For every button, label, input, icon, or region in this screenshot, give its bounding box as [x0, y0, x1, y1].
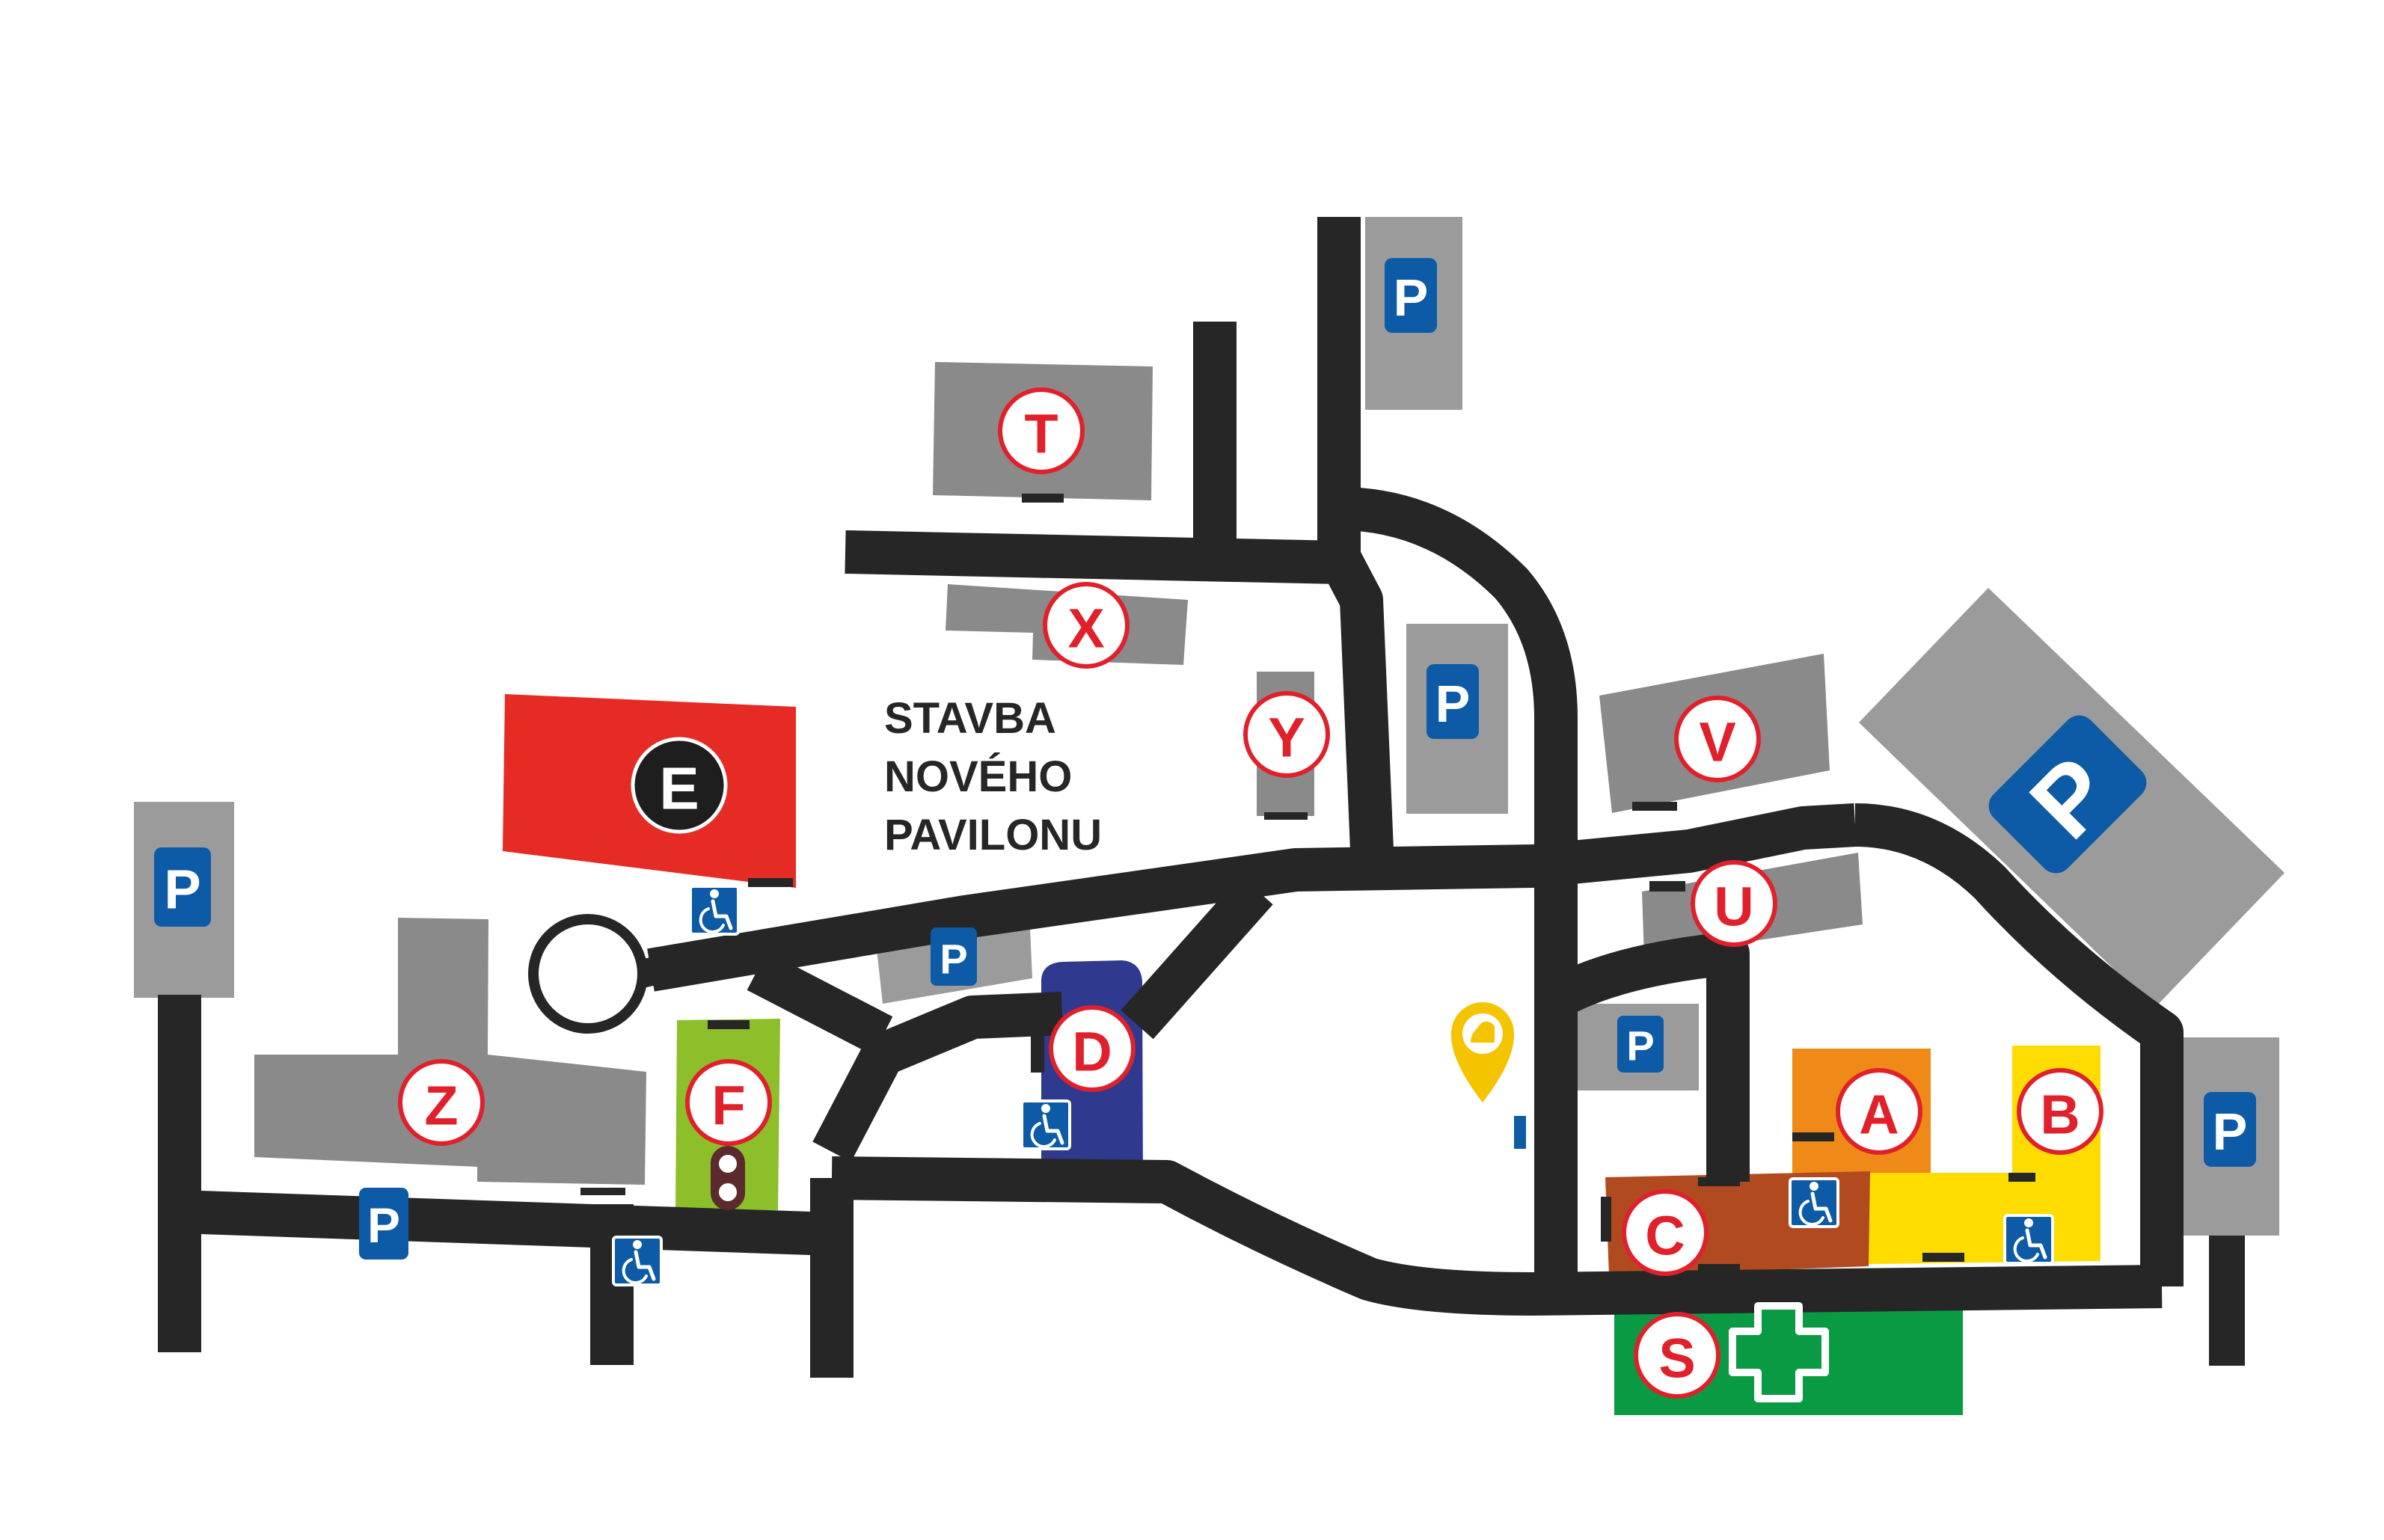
building-markers: T X Y V U E Z F [398, 387, 2103, 1399]
entrance-t [1022, 494, 1064, 503]
parking-sign-center-label: P [1435, 675, 1471, 733]
entrance-c-bottom [1698, 1264, 1740, 1273]
wheelchair-icon [612, 1236, 663, 1286]
entrance-d [1031, 1017, 1044, 1073]
road-east-curve [1854, 803, 2184, 1286]
parking-sign-small-east[interactable]: P [1617, 1016, 1664, 1073]
roundabout-connector [638, 956, 662, 988]
marker-f-label: E [659, 755, 699, 822]
entrance-z [580, 1188, 625, 1195]
entrance-c-top [1698, 1177, 1740, 1186]
marker-b-label: B [2040, 1084, 2080, 1146]
entrance-u [1649, 881, 1685, 892]
entrance-b [2008, 1173, 2035, 1182]
wheelchair-icon [1020, 1099, 1071, 1150]
marker-v[interactable]: V [1674, 696, 1761, 782]
marker-c[interactable]: C [1622, 1189, 1709, 1276]
wheelchair-icon [1789, 1177, 1839, 1228]
marker-x[interactable]: X [1043, 582, 1130, 669]
entrance-v [1632, 802, 1677, 811]
construction-label-line-3: PAVILONU [884, 811, 1102, 859]
marker-e-label: F [711, 1075, 745, 1137]
parking-sign-right[interactable]: P [2204, 1092, 2256, 1167]
marker-u-label: U [1714, 876, 1753, 938]
road-south-loop [831, 1156, 2163, 1316]
wheelchair-icon [2003, 1214, 2054, 1265]
first-aid-cross-icon [1729, 1302, 1829, 1402]
marker-a[interactable]: A [1836, 1068, 1922, 1155]
parking-sign-road-west[interactable]: P [359, 1188, 408, 1260]
road-u-branch [1545, 932, 1750, 1182]
construction-label-line-2: NOVÉHO [884, 752, 1072, 801]
parking-sign-small-middle-label: P [940, 936, 967, 983]
parking-sign-top-label: P [1394, 269, 1429, 327]
marker-y-label: Y [1268, 707, 1305, 769]
marker-d-label: D [1072, 1021, 1112, 1083]
parking-sign-small-middle[interactable]: P [931, 927, 977, 986]
entrance-b-bottom [1922, 1253, 1964, 1262]
marker-z-label: Z [424, 1075, 458, 1137]
road-north-main [1317, 217, 1394, 869]
marker-t[interactable]: T [998, 387, 1085, 474]
parking-sign-right-label: P [2213, 1102, 2248, 1161]
marker-e[interactable]: F [685, 1059, 772, 1146]
marker-a-label: A [1859, 1084, 1899, 1146]
parking-sign-road-west-label: P [367, 1197, 400, 1253]
entrance-c-side [1601, 1197, 1611, 1242]
info-location-pin-icon[interactable] [1451, 1002, 1514, 1102]
road-upper-horizontal [845, 530, 1340, 584]
marker-s[interactable]: S [1634, 1312, 1720, 1399]
construction-label-line-1: STAVBA [884, 694, 1055, 743]
entrance-f [748, 878, 793, 887]
marker-y[interactable]: Y [1243, 691, 1330, 778]
building-z-shape [254, 918, 646, 1185]
construction-label: STAVBA NOVÉHO PAVILONU [884, 694, 1102, 859]
entrance-y [1264, 812, 1308, 820]
wheelchair-icon [689, 885, 740, 936]
roads [158, 217, 2245, 1378]
entrance-e [708, 1020, 750, 1029]
marker-z[interactable]: Z [398, 1059, 485, 1146]
wheelchair-signs [612, 885, 2054, 1286]
road-diag-d-left [812, 992, 1064, 1162]
marker-u[interactable]: U [1691, 860, 1777, 947]
parking-sign-small-east-label: P [1626, 1022, 1654, 1070]
entrances [580, 494, 2035, 1273]
entrance-a [1792, 1132, 1834, 1141]
roundabout [528, 914, 648, 1034]
parking-sign-top[interactable]: P [1385, 258, 1437, 333]
marker-s-label: S [1658, 1328, 1695, 1390]
parking-sign-left-label: P [164, 859, 200, 921]
road-diag-d-right [1121, 875, 1273, 1040]
parking-sign-center[interactable]: P [1427, 664, 1479, 739]
marker-x-label: X [1067, 598, 1104, 660]
marker-t-label: T [1024, 403, 1058, 465]
traffic-light-icon [711, 1146, 745, 1210]
entrance-info [1514, 1116, 1526, 1149]
marker-f[interactable]: E [631, 737, 728, 834]
road-north-curve [1338, 487, 1578, 1294]
marker-v-label: V [1699, 711, 1735, 773]
road-west-lower [179, 1190, 833, 1256]
road-diag-d-top [747, 951, 893, 1055]
road-main-west [647, 803, 1857, 992]
marker-c-label: C [1645, 1205, 1685, 1267]
marker-d[interactable]: D [1049, 1005, 1136, 1092]
marker-b[interactable]: B [2017, 1068, 2103, 1155]
parking-sign-left[interactable]: P [154, 847, 211, 927]
